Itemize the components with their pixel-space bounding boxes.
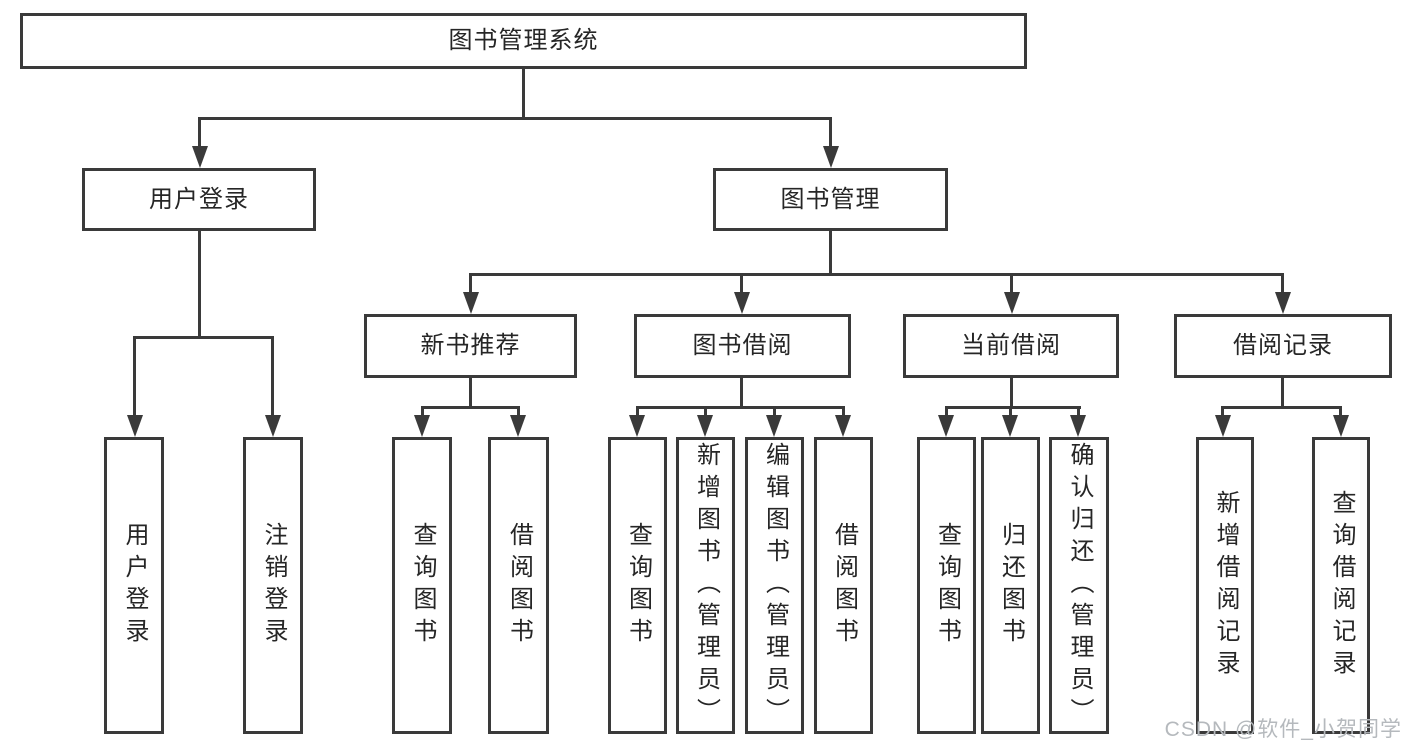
connector-arrowhead (1333, 415, 1349, 437)
connector-line (469, 378, 472, 409)
connector-arrowhead (1070, 415, 1086, 437)
connector-arrowhead (734, 292, 750, 314)
leaf-query-books-2: 查询图书 (608, 437, 667, 734)
connector-line (421, 406, 424, 417)
connector-line (198, 231, 201, 338)
connector-arrowhead (1215, 415, 1231, 437)
leaf-borrow-books-2: 借阅图书 (814, 437, 873, 734)
connector-line (740, 378, 743, 409)
connector-arrowhead (938, 415, 954, 437)
connector-line (271, 336, 274, 417)
connector-line (842, 406, 845, 417)
leaf-add-books-admin: 新增图书（管理员） (676, 437, 735, 734)
leaf-borrow-books: 借阅图书 (488, 437, 549, 734)
connector-arrowhead (835, 415, 851, 437)
connector-arrowhead (510, 415, 526, 437)
connector-line (945, 406, 1081, 409)
connector-line (1010, 273, 1013, 294)
leaf-logout: 注销登录 (243, 437, 303, 734)
leaf-return-books: 归还图书 (981, 437, 1040, 734)
connector-line (636, 406, 845, 409)
connector-line (1281, 378, 1284, 409)
connector-line (469, 273, 472, 294)
connector-arrowhead (463, 292, 479, 314)
connector-line (133, 336, 136, 417)
connector-line (133, 336, 274, 339)
connector-arrowhead (629, 415, 645, 437)
node-library-management-system: 图书管理系统 (20, 13, 1027, 69)
node-new-book-recommend: 新书推荐 (364, 314, 577, 378)
connector-line (1077, 406, 1080, 417)
node-borrowing-records: 借阅记录 (1174, 314, 1392, 378)
leaf-query-books-3: 查询图书 (917, 437, 976, 734)
leaf-user-login: 用户登录 (104, 437, 164, 734)
connector-line (829, 231, 832, 275)
connector-arrowhead (192, 146, 208, 168)
connector-arrowhead (414, 415, 430, 437)
connector-line (198, 117, 832, 120)
node-book-management: 图书管理 (713, 168, 948, 231)
connector-arrowhead (823, 146, 839, 168)
connector-arrowhead (265, 415, 281, 437)
connector-line (740, 273, 743, 294)
connector-line (517, 406, 520, 417)
connector-arrowhead (766, 415, 782, 437)
connector-arrowhead (1004, 292, 1020, 314)
connector-line (773, 406, 776, 417)
connector-line (1221, 406, 1342, 409)
connector-line (469, 273, 1283, 276)
leaf-query-books: 查询图书 (392, 437, 452, 734)
connector-arrowhead (697, 415, 713, 437)
connector-line (1281, 273, 1284, 294)
connector-line (1221, 406, 1224, 417)
node-book-borrowing: 图书借阅 (634, 314, 851, 378)
connector-line (198, 117, 201, 147)
connector-line (829, 117, 832, 147)
connector-arrowhead (1275, 292, 1291, 314)
connector-line (1010, 378, 1013, 409)
connector-arrowhead (127, 415, 143, 437)
connector-arrowhead (1002, 415, 1018, 437)
connector-line (945, 406, 948, 417)
node-current-borrowing: 当前借阅 (903, 314, 1119, 378)
node-user-login: 用户登录 (82, 168, 316, 231)
connector-line (1009, 406, 1012, 417)
leaf-edit-books-admin: 编辑图书（管理员） (745, 437, 804, 734)
connector-line (636, 406, 639, 417)
leaf-add-borrow-record: 新增借阅记录 (1196, 437, 1254, 734)
leaf-confirm-return-admin: 确认归还（管理员） (1049, 437, 1109, 734)
connector-line (704, 406, 707, 417)
connector-line (522, 69, 525, 119)
leaf-query-borrow-record: 查询借阅记录 (1312, 437, 1370, 734)
connector-line (1339, 406, 1342, 417)
csdn-watermark: CSDN @软件_小贺同学 (1164, 718, 1402, 741)
connector-line (421, 406, 520, 409)
